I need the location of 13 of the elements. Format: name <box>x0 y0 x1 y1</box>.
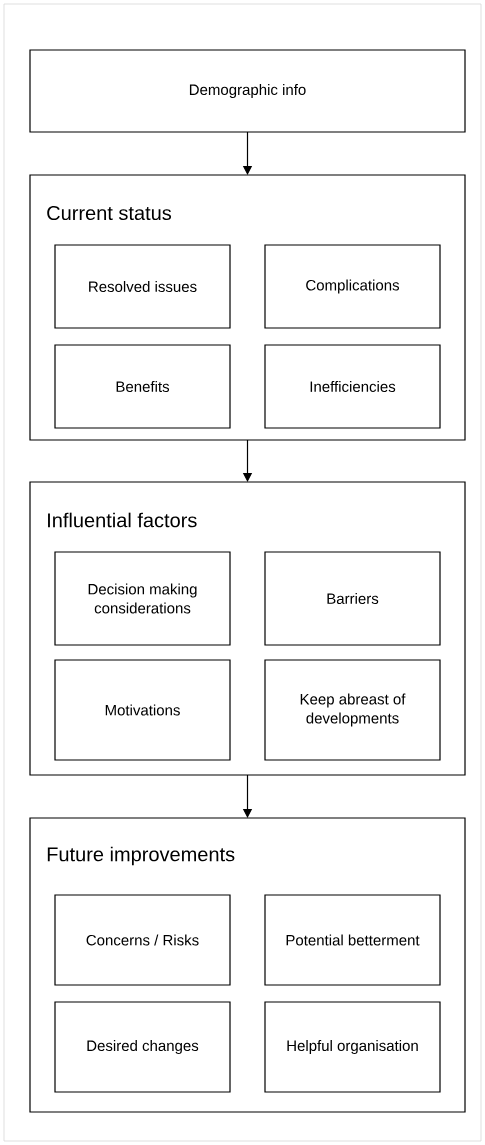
category-box: Helpful organisation <box>264 1001 441 1093</box>
category-box: Benefits <box>54 344 231 429</box>
category-box: Concerns / Risks <box>54 894 231 986</box>
category-box: Keep abreast of developments <box>264 659 441 761</box>
category-box: Complications <box>264 244 441 329</box>
process-box: Demographic info <box>29 49 466 133</box>
category-box: Desired changes <box>54 1001 231 1093</box>
category-box: Motivations <box>54 659 231 761</box>
category-box: Barriers <box>264 551 441 646</box>
category-box: Decision making considerations <box>54 551 231 646</box>
category-box: Resolved issues <box>54 244 231 329</box>
category-box: Potential betterment <box>264 894 441 986</box>
category-box: Inefficiencies <box>264 344 441 429</box>
